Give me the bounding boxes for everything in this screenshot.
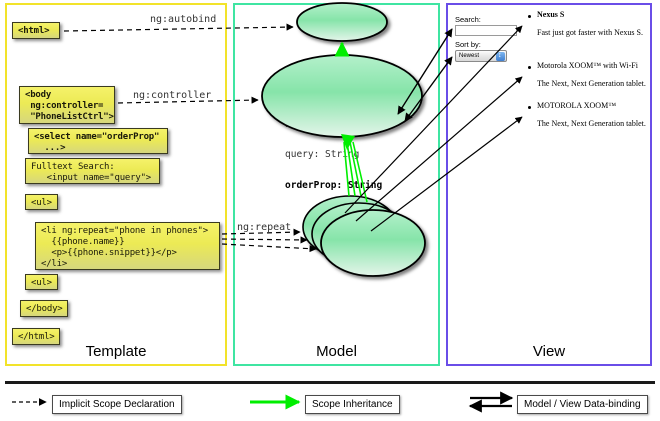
edge-label-autobind: ng:autobind xyxy=(150,14,217,25)
scope-prop-orderprop: orderProp: String xyxy=(285,180,383,191)
edge-label-controller: ng:controller xyxy=(133,90,212,101)
codebox-ul-close: <ul> xyxy=(25,274,58,290)
scope-title-repeater: Repeater Scope xyxy=(353,223,399,247)
codebox-html-open: <html> xyxy=(12,22,60,39)
legend-implicit-scope-declaration: Implicit Scope Declaration xyxy=(52,395,182,414)
scope-props-phonelistctrl: phones: Array query: String orderProp: S… xyxy=(285,97,382,213)
phone-name-2[interactable]: MOTOROLA XOOM™ xyxy=(537,101,617,110)
scope-prop-phone: phone: Object xyxy=(337,255,412,266)
search-input[interactable] xyxy=(455,25,517,36)
scope-title-phonelistctrl: PhoneListCtrl Scope xyxy=(308,68,376,92)
view-sort-label: Sort by: xyxy=(455,40,481,49)
scope-prop-query: query: String xyxy=(285,148,360,160)
codebox-html-close: </html> xyxy=(12,328,60,345)
phone-snippet-1: The Next, Next Generation tablet. xyxy=(537,79,646,88)
list-bullet xyxy=(528,66,531,69)
list-bullet xyxy=(528,15,531,18)
list-bullet xyxy=(528,106,531,109)
codebox-li-ngrepeat: <li ng:repeat="phone in phones"> {{phone… xyxy=(35,222,220,270)
codebox-ul-open: <ul> xyxy=(25,194,58,210)
edge-label-repeat: ng:repeat xyxy=(237,222,292,233)
panel-label-template: Template xyxy=(85,343,147,360)
legend-glyph-double-arrow xyxy=(468,391,514,413)
sort-by-select[interactable]: Newest xyxy=(455,50,507,62)
scope-title-root: Root Scope xyxy=(326,11,358,35)
panel-label-model: Model xyxy=(316,343,357,360)
codebox-body-controller: <body ng:controller= "PhoneListCtrl"> xyxy=(19,86,115,124)
codebox-fulltext-search: Fulltext Search: <input name="query"> xyxy=(25,158,160,184)
scope-prop-phones: phones: Array xyxy=(285,117,360,128)
legend-divider xyxy=(5,381,655,384)
codebox-select-orderprop: <select name="orderProp" ...> xyxy=(28,128,168,154)
view-search-label: Search: xyxy=(455,15,481,24)
legend-model-view-databinding: Model / View Data-binding xyxy=(517,395,648,414)
codebox-body-close: </body> xyxy=(20,300,68,317)
phone-snippet-2: The Next, Next Generation tablet. xyxy=(537,119,646,128)
phone-name-1[interactable]: Motorola XOOM™ with Wi-Fi xyxy=(537,61,638,70)
legend-scope-inheritance: Scope Inheritance xyxy=(305,395,400,414)
phone-snippet-0: Fast just got faster with Nexus S. xyxy=(537,28,643,37)
sort-by-value: Newest xyxy=(459,53,480,59)
chevron-updown-icon xyxy=(496,51,505,61)
panel-label-view: View xyxy=(532,343,566,360)
phone-name-0[interactable]: Nexus S xyxy=(537,10,565,19)
